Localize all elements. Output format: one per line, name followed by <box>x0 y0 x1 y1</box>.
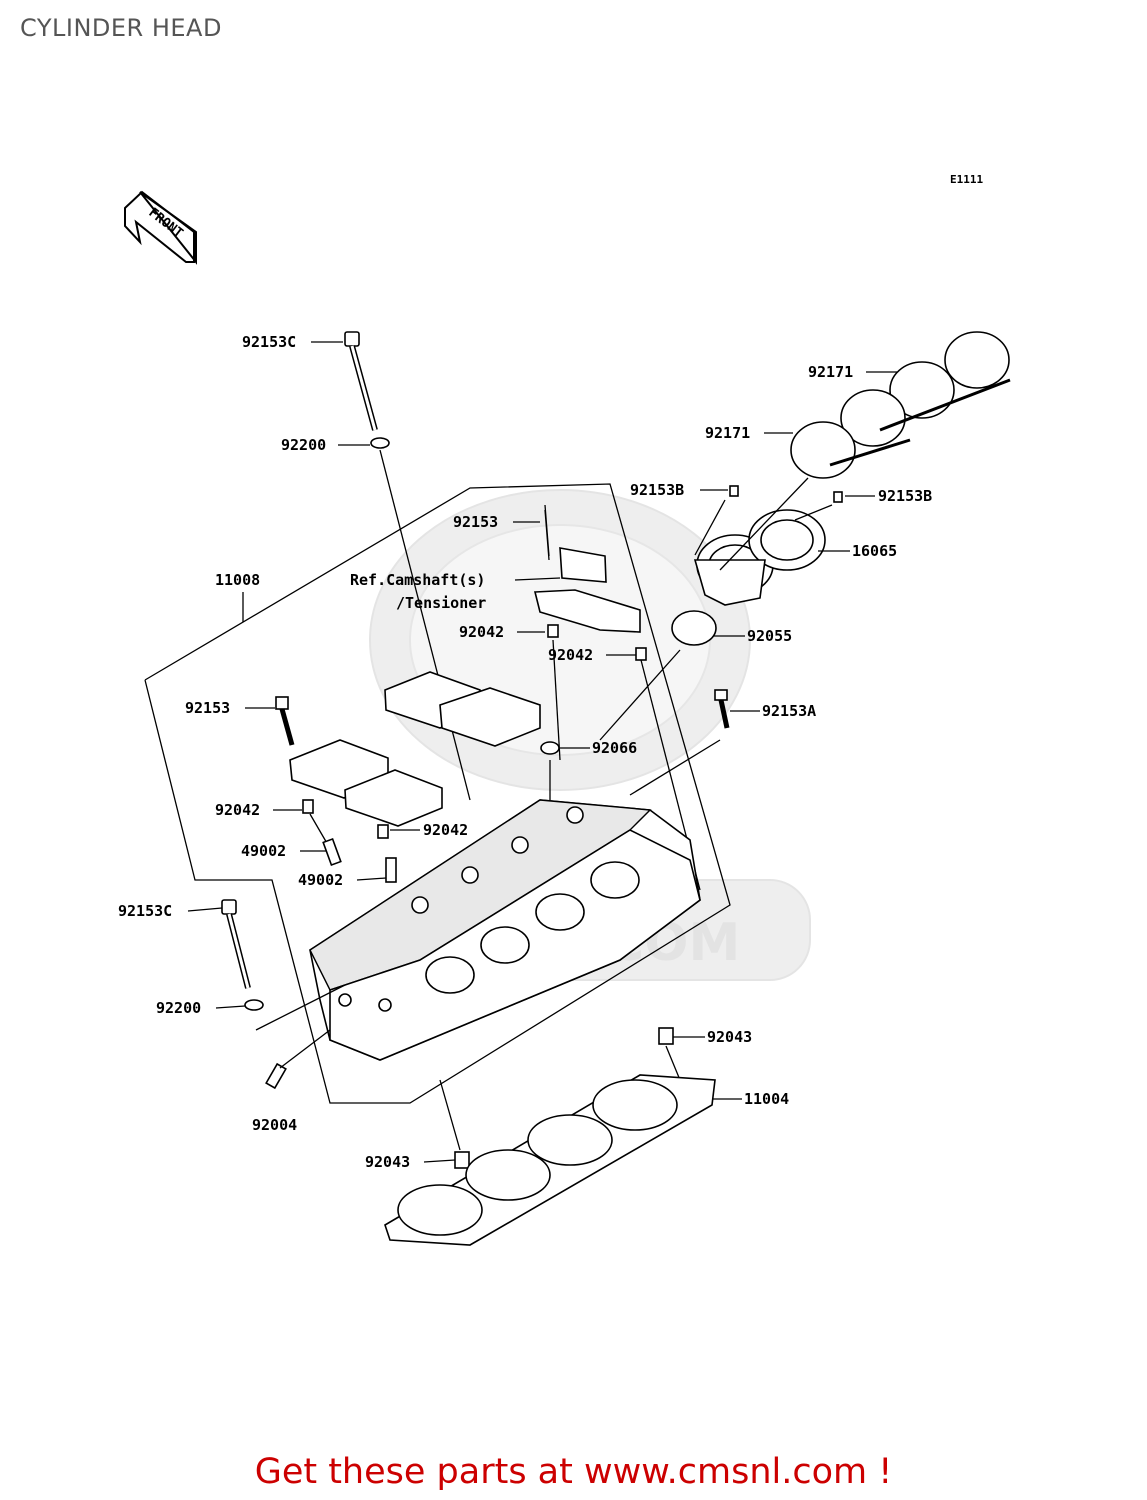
part-label-16065: 16065 <box>852 542 897 560</box>
part-label-92043-right: 92043 <box>707 1028 752 1046</box>
dowel-92043-bottom <box>454 1151 470 1169</box>
page-title: CYLINDER HEAD <box>20 14 222 42</box>
footer-link[interactable]: Get these parts at www.cmsnl.com ! <box>254 1452 893 1492</box>
part-label-92043-bottom: 92043 <box>365 1153 410 1171</box>
part-label-92042-b: 92042 <box>548 646 593 664</box>
head-gasket-11004 <box>384 1074 716 1246</box>
part-label-49002-a: 49002 <box>241 842 286 860</box>
part-label-92153-left: 92153 <box>185 699 230 717</box>
holders-16065 <box>693 509 826 606</box>
part-label-11008: 11008 <box>215 571 260 589</box>
bolt-92153a <box>714 689 730 729</box>
dowel-92043-right <box>658 1027 674 1045</box>
part-label-92153b-a: 92153B <box>630 481 684 499</box>
reference-note-line2: /Tensioner <box>396 594 486 612</box>
diagram-code: E1111 <box>950 173 983 186</box>
part-label-92055: 92055 <box>747 627 792 645</box>
leader-lines <box>187 341 897 1163</box>
camshaft-caps-left <box>289 671 541 839</box>
stud-92004 <box>265 1062 287 1090</box>
part-label-92153b-b: 92153B <box>878 487 932 505</box>
part-label-92171-b: 92171 <box>705 424 750 442</box>
part-label-92153c-bottom: 92153C <box>118 902 172 920</box>
camshaft-cap-right <box>533 547 647 661</box>
o-ring-92055 <box>671 610 717 646</box>
part-label-92171-a: 92171 <box>808 363 853 381</box>
part-label-92153a: 92153A <box>762 702 816 720</box>
gasket-92066 <box>540 741 560 755</box>
part-label-92042-d: 92042 <box>423 821 468 839</box>
bolt-92153b-a <box>729 485 739 497</box>
part-label-92004: 92004 <box>252 1116 297 1134</box>
bolt-92153-left <box>275 696 295 746</box>
part-label-92153c-top: 92153C <box>242 333 296 351</box>
reference-note-line1: Ref.Camshaft(s) <box>350 571 485 589</box>
bolt-92153c-top <box>344 331 390 449</box>
part-label-92066: 92066 <box>592 739 637 757</box>
assembly-outline <box>144 483 731 1104</box>
dowel-49002-b <box>385 857 397 883</box>
dowel-49002-a <box>322 837 342 867</box>
clamps-92171 <box>790 331 1011 479</box>
part-label-92153-top: 92153 <box>453 513 498 531</box>
part-label-92042-c: 92042 <box>215 801 260 819</box>
part-label-11004: 11004 <box>744 1090 789 1108</box>
front-arrow-icon: FRONT <box>124 190 197 265</box>
part-label-92200-top: 92200 <box>281 436 326 454</box>
part-label-92042-a: 92042 <box>459 623 504 641</box>
bolt-92153c-bottom <box>221 899 264 1011</box>
part-label-49002-b: 49002 <box>298 871 343 889</box>
part-label-92200-bottom: 92200 <box>156 999 201 1017</box>
bolt-92153b-b <box>833 491 843 503</box>
cylinder-head-11008 <box>309 799 701 1061</box>
